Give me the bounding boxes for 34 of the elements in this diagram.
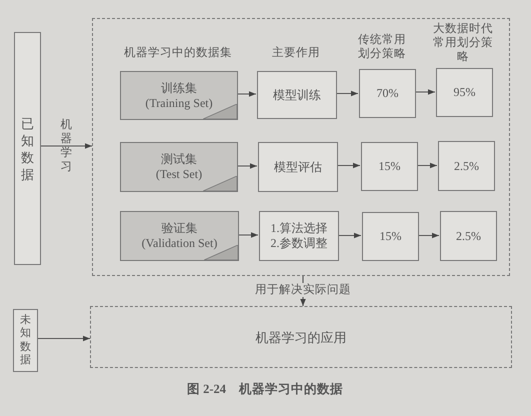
process-box: 2.5% bbox=[440, 211, 497, 261]
data-bar: 已知数据 bbox=[14, 32, 41, 265]
dashed-frame bbox=[92, 18, 510, 276]
process-box: 15% bbox=[362, 212, 419, 261]
column-header: 传统常用划分策略 bbox=[358, 33, 406, 61]
arrow bbox=[336, 90, 358, 96]
arrow bbox=[418, 232, 439, 238]
process-box: 95% bbox=[436, 68, 493, 117]
edge-label: 用于解决实际问题 bbox=[253, 283, 353, 297]
process-box: 2.5% bbox=[438, 141, 495, 191]
arrow bbox=[41, 143, 92, 149]
process-box: 模型评估 bbox=[258, 142, 338, 192]
data-box: 未知数据 bbox=[13, 309, 38, 372]
process-box: 15% bbox=[361, 142, 418, 191]
process-box: 模型训练 bbox=[257, 71, 337, 119]
process-box: 70% bbox=[359, 69, 416, 118]
arrow bbox=[238, 232, 258, 238]
application-box: 机器学习的应用 bbox=[90, 306, 512, 368]
arrow bbox=[338, 232, 361, 238]
edge-label: 机器学习 bbox=[60, 118, 74, 174]
column-header: 主要作用 bbox=[271, 46, 321, 60]
dataset-box: 训练集 (Training Set) bbox=[120, 71, 238, 120]
arrow bbox=[337, 162, 360, 168]
dataset-box: 验证集 (Validation Set) bbox=[120, 211, 239, 261]
column-header: 机器学习中的数据集 bbox=[123, 46, 233, 60]
column-header: 大数据时代常用划分策略 bbox=[432, 22, 494, 64]
arrow bbox=[237, 163, 257, 169]
arrow bbox=[417, 162, 437, 168]
process-box: 1.算法选择 2.参数调整 bbox=[259, 211, 339, 261]
dataset-box: 测试集 (Test Set) bbox=[120, 142, 238, 192]
arrow bbox=[415, 89, 435, 95]
arrow bbox=[38, 336, 90, 342]
figure-caption: 图 2-24 机器学习中的数据 bbox=[186, 382, 344, 396]
arrow bbox=[237, 91, 256, 97]
